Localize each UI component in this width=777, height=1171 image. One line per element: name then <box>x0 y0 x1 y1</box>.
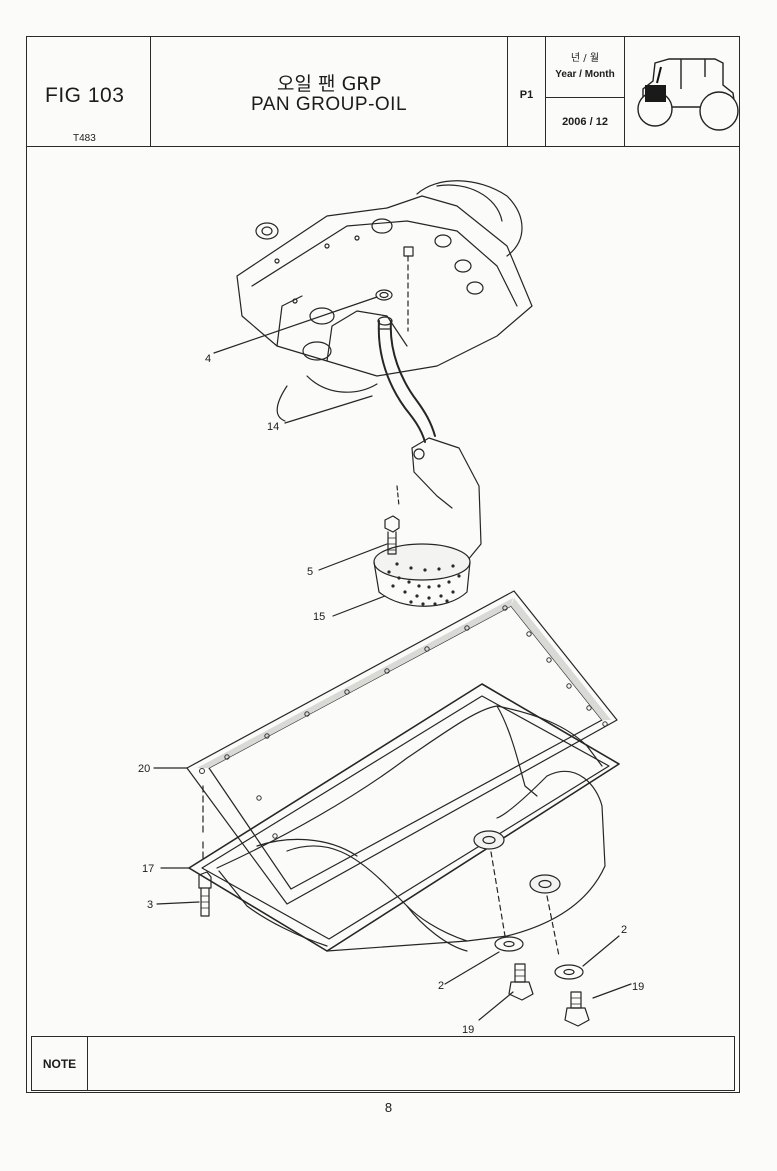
tractor-icon-cell <box>625 37 739 146</box>
callout-2-right: 2 <box>621 924 627 936</box>
figure-number: FIG 103 <box>45 84 125 107</box>
date-label-box: 년 / 월 Year / Month <box>546 37 624 98</box>
date-label-english: Year / Month <box>555 69 615 80</box>
engine-block-drawing <box>236 180 533 422</box>
callout-3: 3 <box>147 899 153 911</box>
callout-15: 15 <box>313 611 325 623</box>
title-cell: 오일 팬 GRP PAN GROUP-OIL <box>151 37 508 146</box>
note-row: NOTE <box>31 1036 735 1091</box>
model-code: T483 <box>73 133 96 144</box>
callout-4: 4 <box>205 353 211 365</box>
callout-19-left: 19 <box>462 1024 474 1034</box>
strainer-mesh <box>387 562 461 606</box>
date-label-korean: 년 / 월 <box>570 53 600 64</box>
note-label: NOTE <box>32 1037 88 1090</box>
page-code-cell: P1 <box>508 37 546 146</box>
header-table: FIG 103 T483 오일 팬 GRP PAN GROUP-OIL P1 년… <box>27 37 739 147</box>
figure-cell: FIG 103 T483 <box>27 37 151 146</box>
callout-19-right: 19 <box>632 981 644 993</box>
oil-pan-gasket <box>186 590 618 905</box>
oil-pan <box>188 683 620 952</box>
page-number: 8 <box>384 1100 393 1115</box>
title-english: PAN GROUP-OIL <box>250 94 408 115</box>
title-korean: 오일 팬 GRP <box>277 73 381 95</box>
callout-5: 5 <box>307 566 313 578</box>
date-value: 2006 / 12 <box>562 116 608 128</box>
page-code: P1 <box>519 89 534 101</box>
exploded-parts-diagram: 4 14 5 15 20 17 3 2 2 19 19 <box>138 180 644 1034</box>
tractor-icon <box>637 58 739 131</box>
parts-page-frame: FIG 103 T483 오일 팬 GRP PAN GROUP-OIL P1 년… <box>26 36 740 1093</box>
callout-2-left: 2 <box>438 980 444 992</box>
callout-17: 17 <box>142 863 154 875</box>
callout-20: 20 <box>138 763 150 775</box>
callout-14: 14 <box>267 421 279 433</box>
date-cell: 년 / 월 Year / Month 2006 / 12 <box>546 37 625 146</box>
